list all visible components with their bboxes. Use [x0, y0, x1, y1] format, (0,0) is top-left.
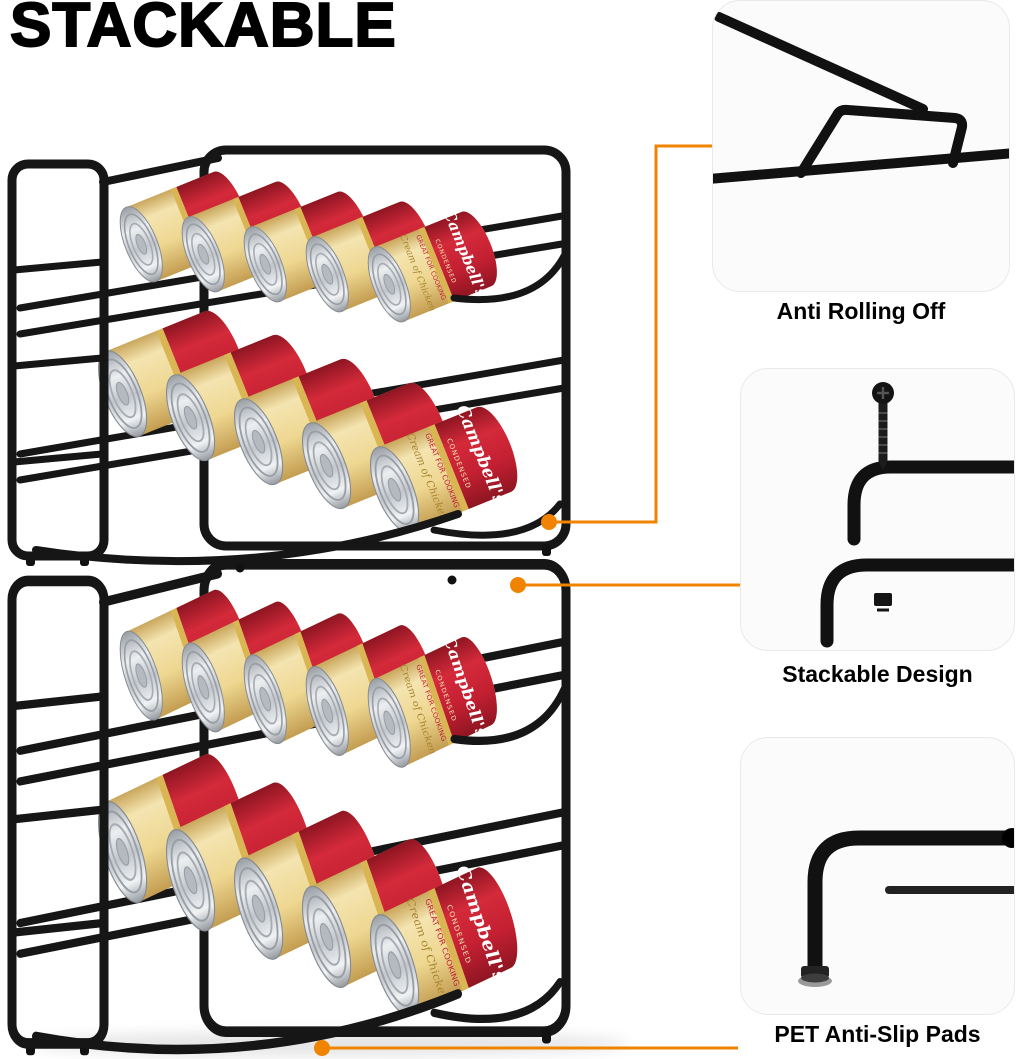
- rack-unit-bottom: [12, 564, 566, 1055]
- frame-leg-wire: [807, 830, 1014, 974]
- rack-unit-top: [12, 150, 566, 566]
- callout-card-pet-anti-slip-pads: [740, 737, 1015, 1015]
- shelf-rod: [713, 148, 1009, 184]
- callout-card-stackable-design: [740, 368, 1015, 651]
- page-title: STACKABLE: [9, 0, 397, 61]
- screw-icon: [872, 382, 894, 470]
- frame-wire: [714, 12, 928, 114]
- bolt-cap-icon: [1002, 828, 1014, 848]
- anti-slip-pad-illustration: [798, 828, 1014, 987]
- stacking-screw-illustration: [820, 382, 1014, 648]
- callout-label-pet-anti-slip-pads: PET Anti-Slip Pads: [774, 1021, 981, 1047]
- nut-icon: [874, 593, 892, 612]
- anti-slip-pad-icon: [798, 966, 832, 987]
- callout-card-anti-rolling-off: [712, 0, 1010, 292]
- callout-label-anti-rolling-off: Anti Rolling Off: [776, 298, 946, 324]
- stacking-screw-icon: [235, 563, 245, 573]
- anti-roll-bar-illustration: [713, 12, 1009, 184]
- anti-roll-bar: [796, 104, 968, 178]
- callout-label-stackable-design: Stackable Design: [782, 661, 973, 687]
- product-photo-can-rack: Campbell's CONDENSED GREAT FOR COOKING C…: [0, 128, 630, 1059]
- upper-frame-wire: [847, 460, 1014, 546]
- lower-frame-wire: [820, 558, 1014, 648]
- stacking-screw-icon: [447, 575, 457, 585]
